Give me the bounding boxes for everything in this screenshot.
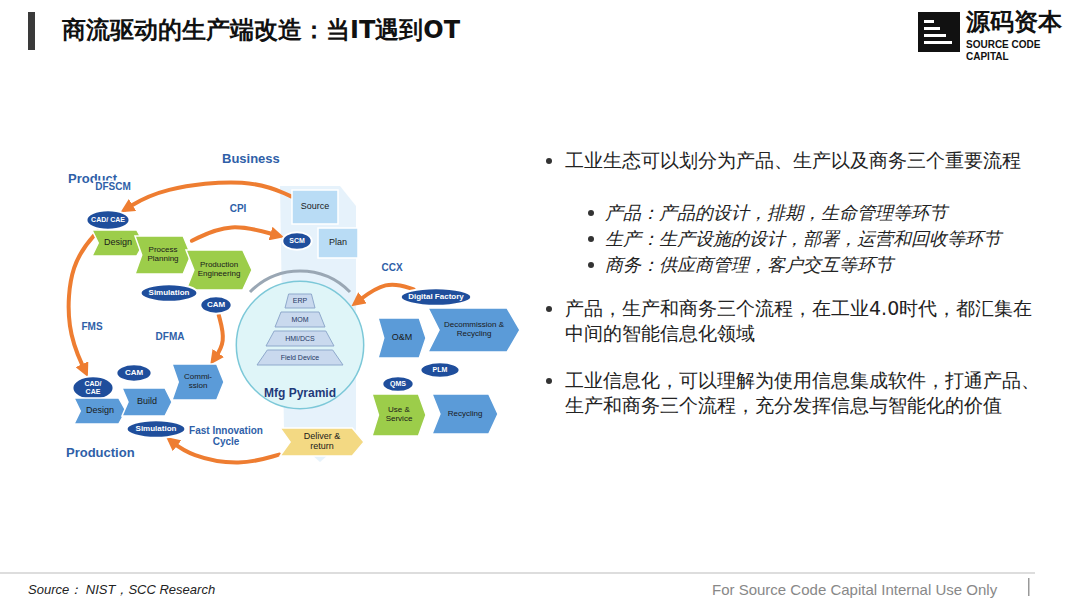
pyramid-level: HMI/DCS bbox=[266, 331, 334, 346]
tool-ellipse: QMS bbox=[382, 376, 414, 392]
node-text: PLM bbox=[425, 366, 455, 374]
flow-arrow bbox=[192, 227, 279, 240]
node-text: Mfg Pyramid bbox=[241, 387, 359, 400]
node-text: Use & Service bbox=[383, 406, 415, 424]
tool-ellipse: CAM bbox=[116, 364, 152, 382]
logo-icon bbox=[918, 12, 960, 52]
text-label: SOURCE CODE CAPITAL bbox=[966, 39, 1078, 62]
node-text: ERP bbox=[288, 297, 312, 305]
text-label: 生产：生产设施的设计，部署，运营和回收等环节 bbox=[605, 226, 1055, 252]
flow-label: Fast Innovation Cycle bbox=[187, 425, 265, 447]
node-text: QMS bbox=[387, 380, 409, 388]
text-label: 工业信息化，可以理解为使用信息集成软件，打通产品、生产和商务三个流程，充分发挥信… bbox=[565, 368, 1045, 418]
slide-title: 商流驱动的生产端改造：当IT遇到OT bbox=[62, 14, 460, 46]
footer-tick bbox=[1028, 578, 1030, 596]
pyramid-level: MOM bbox=[275, 312, 325, 327]
process-chevron: Production Engineering bbox=[186, 250, 252, 290]
text-label: 产品，生产和商务三个流程，在工业4.0时代，都汇集在中间的智能信息化领域 bbox=[565, 296, 1045, 346]
node-text: Simulation bbox=[145, 289, 193, 298]
text-label: 源码资本 bbox=[966, 9, 1076, 37]
business-box: Plan bbox=[318, 228, 358, 258]
node-text: Deliver & return bbox=[291, 432, 353, 452]
flow-label: CCX bbox=[379, 262, 404, 273]
node-text: Field Device bbox=[260, 354, 340, 362]
node-text: Source bbox=[295, 202, 335, 212]
tool-ellipse: SCM bbox=[282, 232, 312, 250]
process-chevron: Build bbox=[122, 388, 172, 416]
tool-ellipse: CAD/ CAE bbox=[72, 376, 114, 400]
node-text: O&M bbox=[389, 333, 415, 343]
node-text: Plan bbox=[321, 238, 355, 248]
process-chevron: Design bbox=[74, 398, 126, 424]
flow-label: CPI bbox=[228, 203, 249, 214]
pyramid-level: ERP bbox=[285, 294, 315, 308]
node-text: CAM bbox=[121, 369, 147, 378]
tool-ellipse: Digital Factory bbox=[400, 288, 472, 306]
node-text: Design bbox=[85, 406, 115, 416]
flow-label: DFMA bbox=[154, 331, 187, 342]
pyramid-circle: Mfg Pyramid ERP MOM HMI/DCS Field Device bbox=[235, 280, 365, 410]
tool-ellipse: Simulation bbox=[140, 284, 198, 302]
node-text: Digital Factory bbox=[405, 293, 467, 302]
title-bar bbox=[28, 12, 35, 50]
flow-arrow bbox=[125, 182, 291, 209]
text-label: 产品：产品的设计，排期，生命管理等环节 bbox=[605, 200, 1055, 226]
flow-label: DFSCM bbox=[93, 181, 133, 192]
text-label: 商务：供应商管理，客户交互等环节 bbox=[605, 252, 1055, 278]
tool-ellipse: Simulation bbox=[126, 420, 186, 438]
node-text: Design bbox=[103, 238, 133, 248]
bullet-dots bbox=[546, 158, 594, 384]
text-label: Production bbox=[66, 446, 156, 461]
process-chevron: Process Planning bbox=[135, 236, 191, 274]
node-text: Decommission & Recycling bbox=[439, 321, 509, 339]
node-text: CAM bbox=[205, 301, 227, 310]
node-text: Commi- ssion bbox=[183, 373, 213, 391]
process-chevron: Use & Service bbox=[372, 394, 426, 436]
node-text: SCM bbox=[287, 237, 307, 245]
flow-label: FMS bbox=[79, 321, 104, 332]
tool-ellipse: CAD/ CAE bbox=[86, 210, 130, 230]
footer-rule bbox=[0, 573, 1035, 574]
process-chevron: Decommission & Recycling bbox=[428, 308, 520, 352]
node-text: CAD/ CAE bbox=[91, 216, 125, 224]
tool-ellipse: PLM bbox=[420, 362, 460, 378]
pyramid-level: Field Device bbox=[257, 350, 343, 365]
process-chevron: Commi- ssion bbox=[172, 364, 224, 400]
text-label: Source： NIST，SCC Research bbox=[28, 583, 328, 598]
process-chevron: Recycling bbox=[432, 394, 498, 434]
text-label: For Source Code Capital Internal Use Onl… bbox=[712, 581, 1024, 598]
flow-arrow bbox=[213, 315, 222, 360]
node-text: Production Engineering bbox=[197, 261, 241, 279]
process-chevron: O&M bbox=[378, 318, 426, 358]
node-text: CAD/ CAE bbox=[77, 380, 109, 395]
node-text: Simulation bbox=[131, 425, 181, 434]
process-chevron: Deliver & return bbox=[280, 428, 364, 456]
text-label: Business bbox=[222, 152, 292, 167]
node-text: Process Planning bbox=[146, 246, 180, 264]
business-box: Source bbox=[292, 190, 338, 224]
text-label: 工业生态可以划分为产品、生产以及商务三个重要流程 bbox=[565, 148, 1045, 173]
node-text: Build bbox=[133, 397, 161, 407]
node-text: Recycling bbox=[443, 410, 487, 419]
tool-ellipse: CAM bbox=[200, 296, 232, 314]
node-text: HMI/DCS bbox=[269, 335, 331, 343]
process-chevron: Design bbox=[92, 230, 144, 256]
node-text: MOM bbox=[278, 316, 322, 324]
